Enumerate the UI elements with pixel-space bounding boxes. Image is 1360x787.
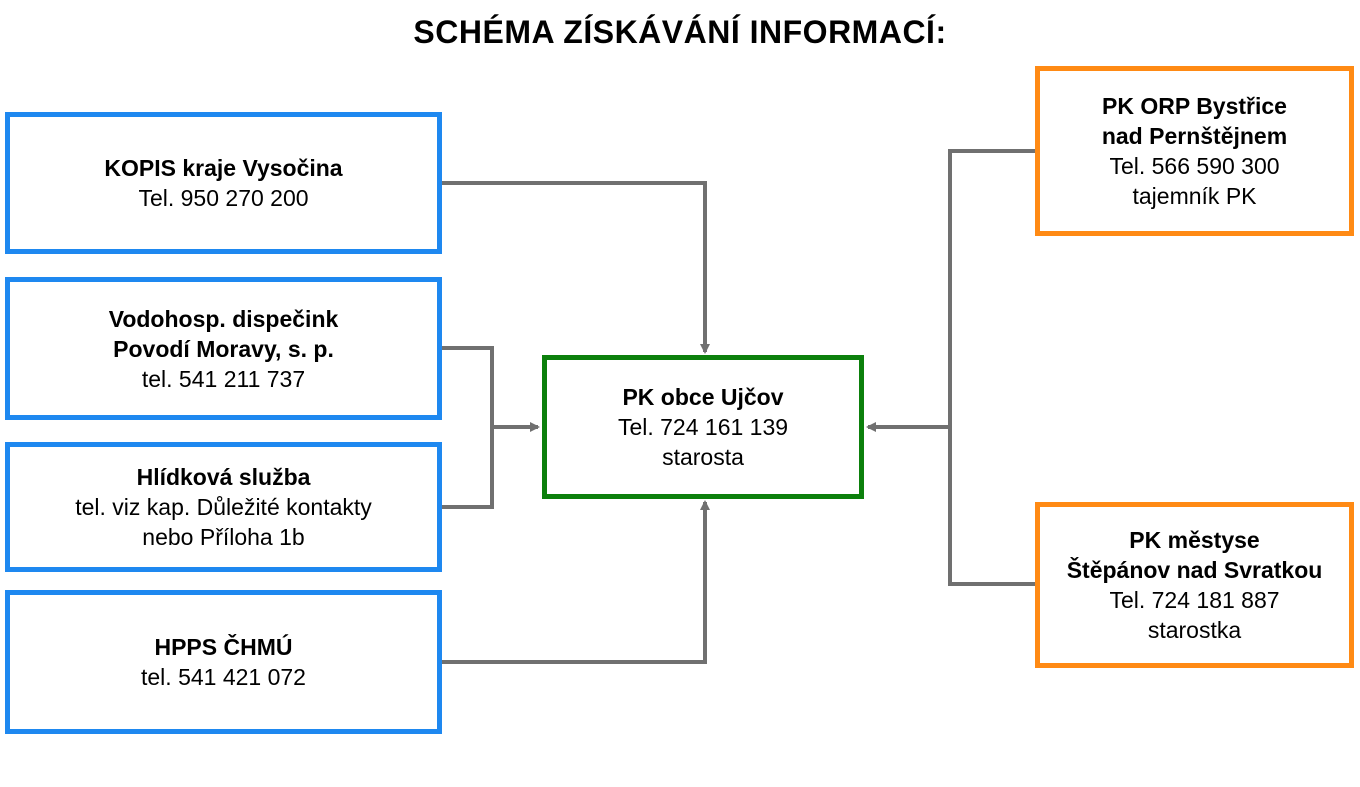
node-vodohosp-phone: tel. 541 211 737 [141, 365, 306, 392]
node-kopis-name: KOPIS kraje Vysočina [104, 155, 343, 181]
node-pk-obce: PK obce Ujčov Tel. 724 161 139 starosta [542, 355, 864, 499]
diagram-title: SCHÉMA ZÍSKÁVÁNÍ INFORMACÍ: [413, 14, 947, 50]
node-pk-obce-phone: Tel. 724 161 139 [617, 414, 789, 440]
node-hlidka-line2: tel. viz kap. Důležité kontakty [75, 494, 372, 520]
node-kopis-phone: Tel. 950 270 200 [138, 185, 309, 211]
node-pk-orp-phone: Tel. 566 590 300 [1109, 153, 1280, 179]
node-hpps-phone: tel. 541 421 072 [141, 664, 306, 690]
node-pk-mestyse: PK městyse Štěpánov nad Svratkou Tel. 72… [1035, 502, 1354, 668]
node-hpps-name: HPPS ČHMÚ [154, 634, 293, 660]
connector-vodo [442, 346, 494, 509]
node-pk-obce-role: starosta [662, 444, 744, 470]
node-vodohosp-name-1: Vodohosp. dispečink [108, 305, 339, 332]
node-hpps: HPPS ČHMÚ tel. 541 421 072 [5, 590, 442, 734]
connector-hpps [442, 500, 710, 664]
node-vodohosp: Vodohosp. dispečink Povodí Moravy, s. p.… [5, 277, 442, 420]
node-pk-orp-role: tajemník PK [1132, 183, 1257, 209]
node-pk-mestyse-phone: Tel. 724 181 887 [1109, 587, 1280, 613]
node-pk-orp-name-1: PK ORP Bystřice [1102, 93, 1287, 119]
node-pk-mestyse-role: starostka [1147, 617, 1242, 643]
node-hlidkova-sluzba: Hlídková služba tel. viz kap. Důležité k… [5, 442, 442, 572]
node-pk-obce-name: PK obce Ujčov [622, 384, 784, 410]
node-pk-mestyse-name-1: PK městyse [1129, 527, 1260, 553]
connector-kopis [442, 181, 710, 354]
node-hlidka-line3: nebo Příloha 1b [142, 524, 305, 550]
node-pk-orp-name-2: nad Pernštějnem [1101, 123, 1288, 149]
node-hlidka-name: Hlídková služba [136, 464, 311, 490]
node-pk-mestyse-name-2: Štěpánov nad Svratkou [1066, 557, 1323, 583]
node-vodohosp-name-2: Povodí Moravy, s. p. [113, 335, 334, 362]
node-pk-orp: PK ORP Bystřice nad Pernštějnem Tel. 566… [1035, 66, 1354, 236]
connector-right-bracket [948, 149, 1035, 586]
node-kopis: KOPIS kraje Vysočina Tel. 950 270 200 [5, 112, 442, 254]
